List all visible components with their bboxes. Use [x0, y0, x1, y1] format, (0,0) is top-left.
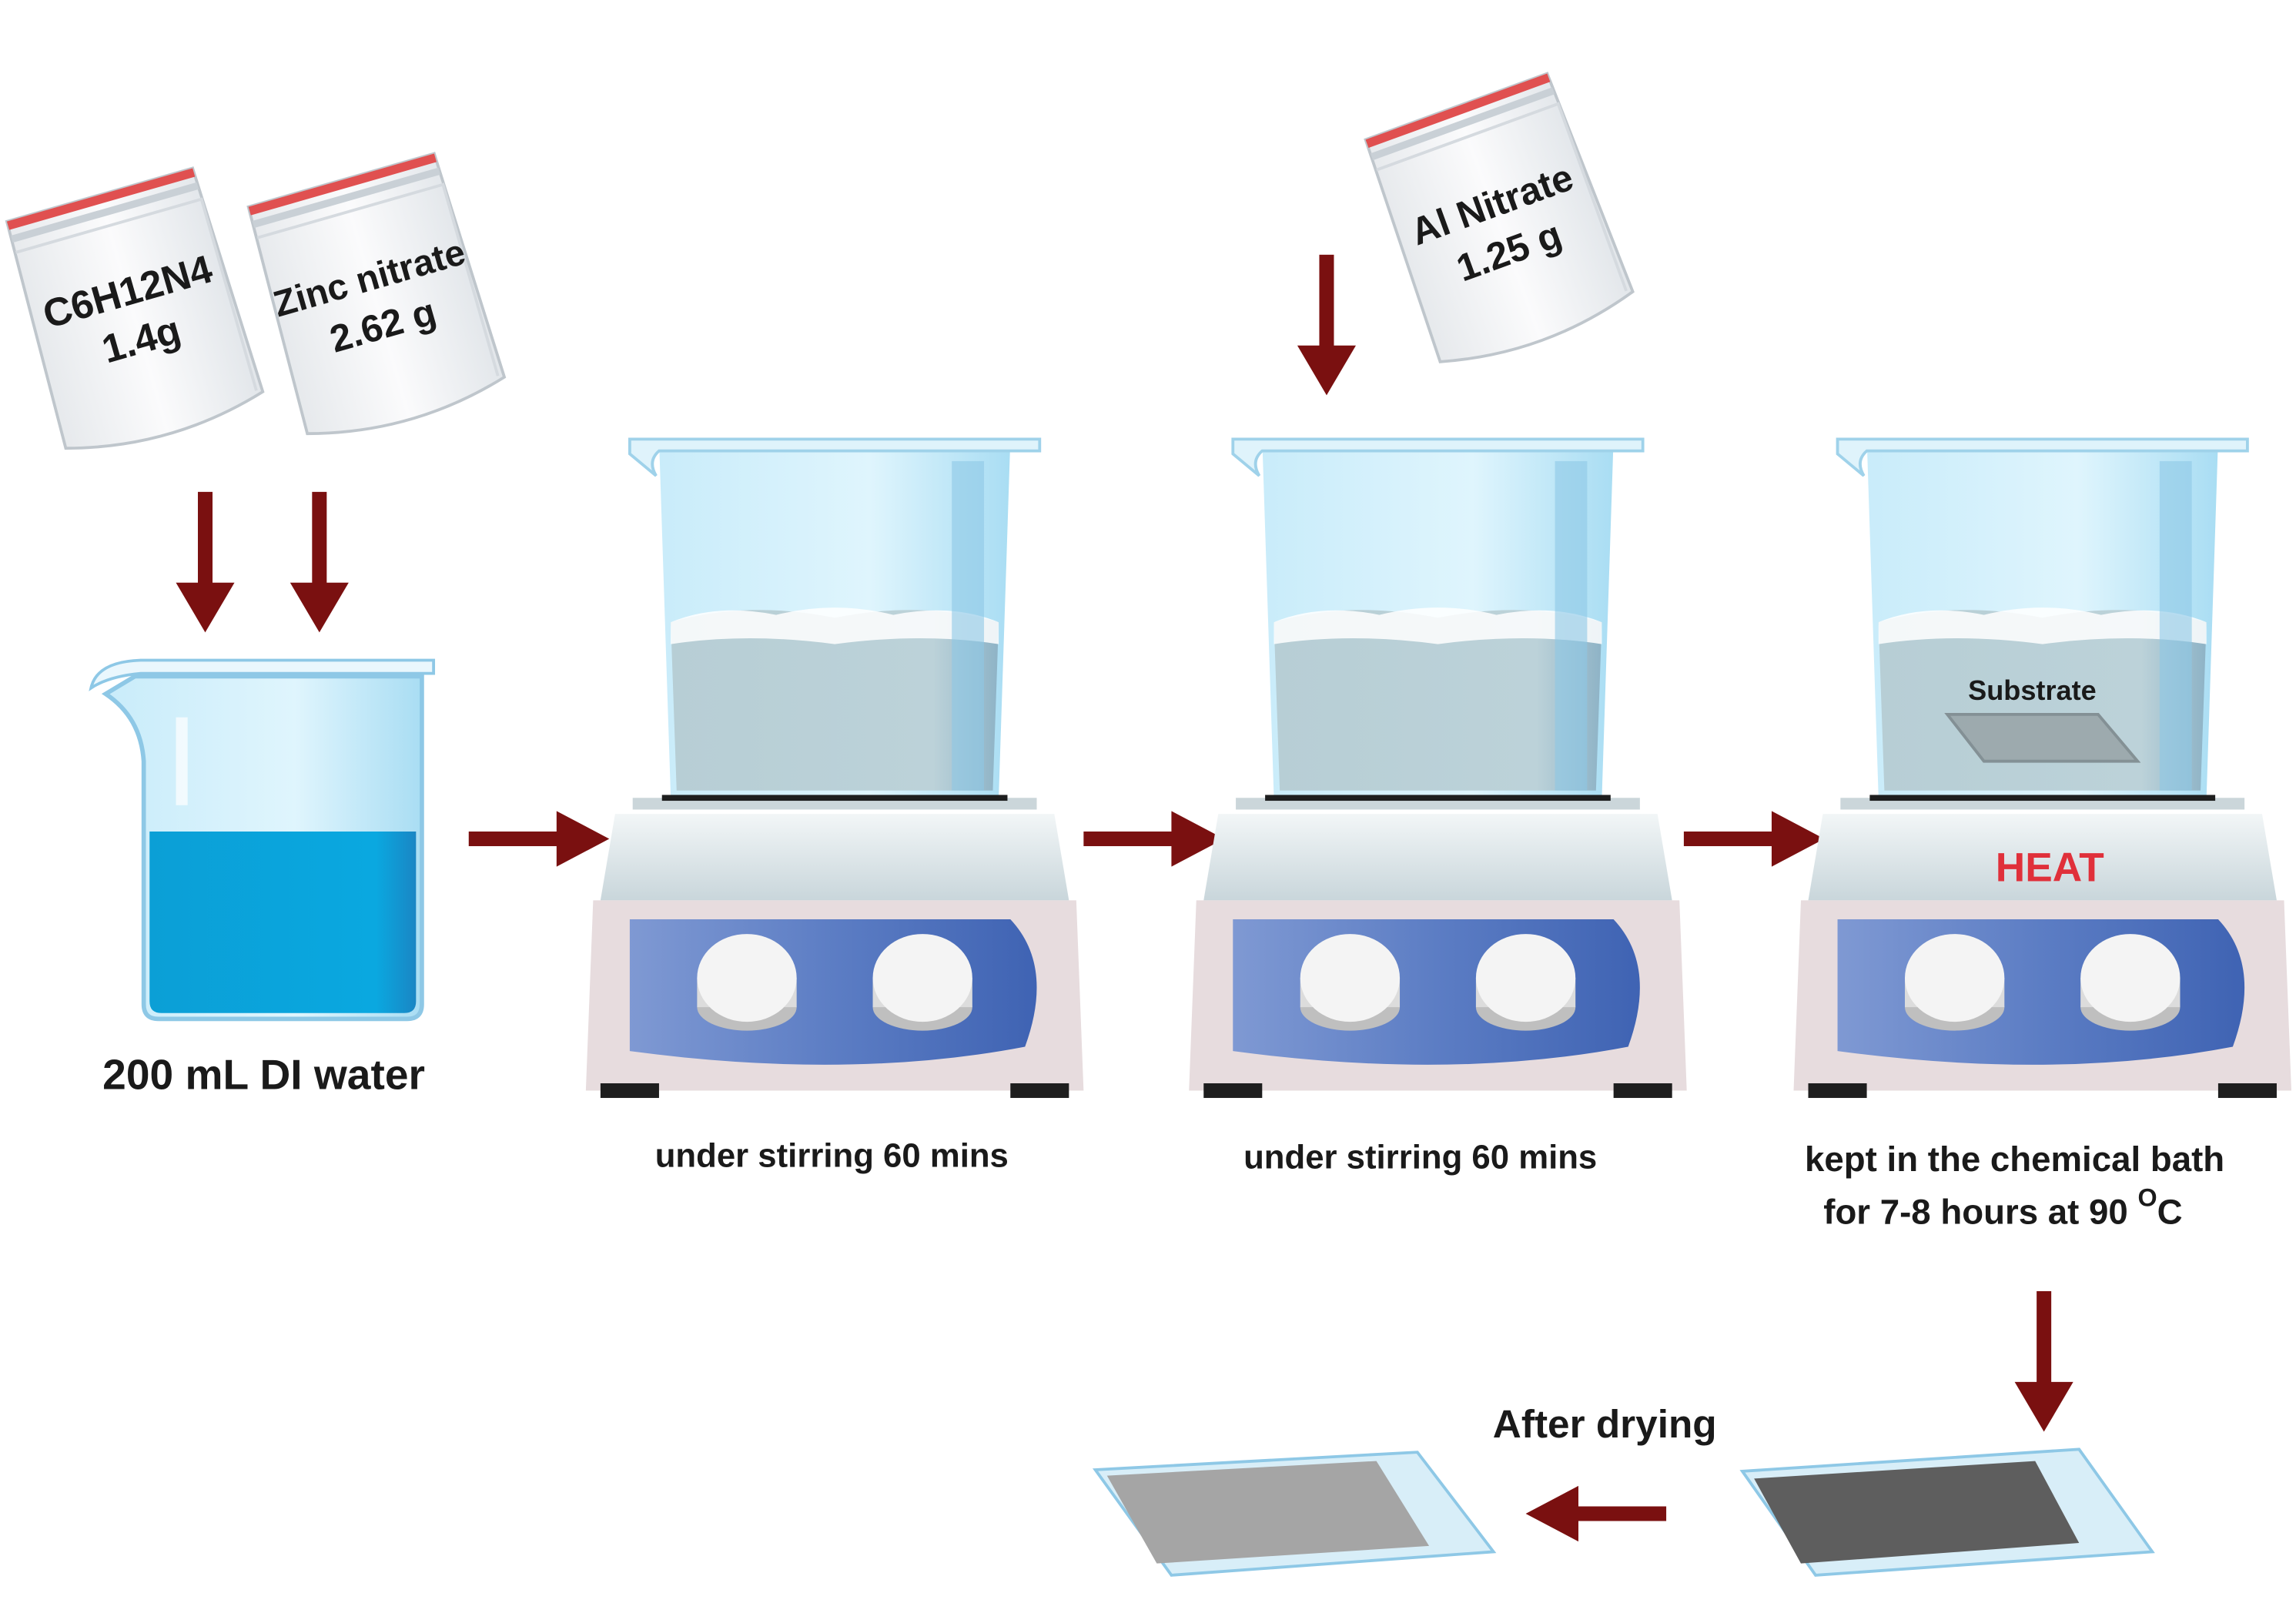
- dried-substrate-slide: [1092, 1451, 1497, 1577]
- bath-unit: C: [2157, 1193, 2183, 1232]
- arrow-down-al: [1297, 254, 1356, 396]
- label-bath-line2: for 7-8 hours at 90 OC: [1823, 1184, 2182, 1232]
- arrow-down-bath: [2014, 1291, 2073, 1432]
- substrate-in-bath: [1944, 712, 2141, 763]
- bag-hmta: C6H12N4 1.4g: [0, 165, 269, 464]
- arrow-down-hmta: [176, 491, 235, 633]
- stirrer-1: [585, 437, 1084, 1099]
- beaker-di-water: [89, 658, 436, 1022]
- label-heat: HEAT: [1996, 845, 2104, 891]
- label-after-drying: After drying: [1493, 1402, 1717, 1446]
- bath-degree: O: [2137, 1184, 2157, 1212]
- coated-substrate-slide: [1739, 1447, 2155, 1577]
- bag-al-nitrate: Al Nitrate 1.25 g: [1358, 70, 1640, 377]
- arrow-right-2: [1083, 811, 1224, 867]
- stirrer-2: [1189, 437, 1687, 1099]
- bag-zinc-nitrate: Zinc nitrate 2.62 g: [241, 150, 510, 450]
- label-stirring-2: under stirring 60 mins: [1243, 1138, 1597, 1176]
- chemical-bath-heater: [1793, 437, 2291, 1099]
- arrow-left-drying: [1525, 1485, 1667, 1542]
- bath-time-temp: for 7-8 hours at 90: [1823, 1193, 2137, 1232]
- arrow-down-zinc: [290, 491, 349, 633]
- arrow-right-1: [468, 811, 610, 867]
- arrow-right-3: [1683, 811, 1825, 867]
- label-di-water: 200 mL DI water: [102, 1051, 425, 1099]
- label-bath-line1: kept in the chemical bath: [1805, 1140, 2224, 1179]
- label-substrate: Substrate: [1968, 674, 2097, 706]
- label-stirring-1: under stirring 60 mins: [655, 1136, 1009, 1174]
